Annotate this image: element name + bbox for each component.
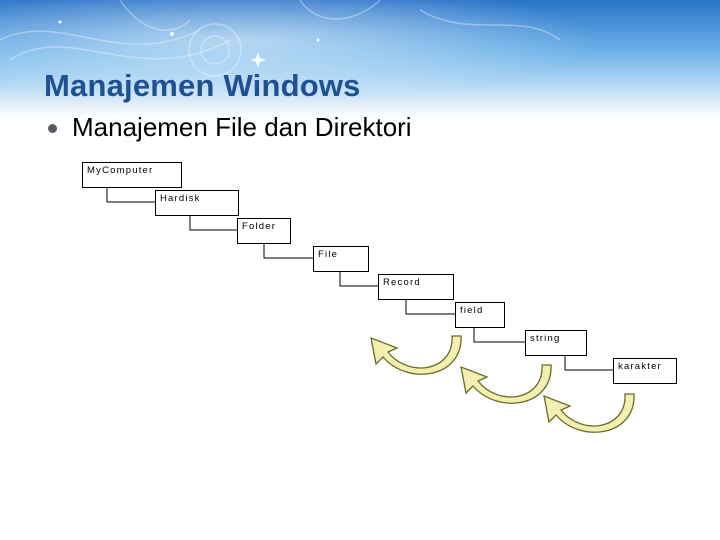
- curved-arrow-icon: [370, 335, 462, 375]
- node-hardisk: Hardisk: [155, 190, 239, 216]
- node-string: string: [525, 330, 587, 356]
- node-label: MyComputer: [87, 165, 154, 176]
- node-mycomputer: MyComputer: [82, 162, 182, 188]
- slide-title: Manajemen Windows: [44, 68, 361, 103]
- node-record: Record: [378, 274, 454, 300]
- node-file: File: [313, 246, 369, 272]
- node-label: Folder: [242, 221, 277, 232]
- node-folder: Folder: [237, 218, 291, 244]
- node-label: Record: [383, 277, 421, 288]
- node-label: karakter: [618, 361, 662, 372]
- curved-arrow-icon: [543, 393, 635, 433]
- node-label: Hardisk: [160, 193, 201, 204]
- node-label: field: [460, 305, 484, 316]
- bullet-icon: [48, 124, 57, 133]
- node-field: field: [455, 302, 505, 328]
- node-label: File: [318, 249, 339, 260]
- node-karakter: karakter: [613, 358, 677, 384]
- bullet-text: Manajemen File dan Direktori: [72, 112, 412, 142]
- curved-arrow-icon: [460, 364, 552, 404]
- node-label: string: [530, 333, 561, 344]
